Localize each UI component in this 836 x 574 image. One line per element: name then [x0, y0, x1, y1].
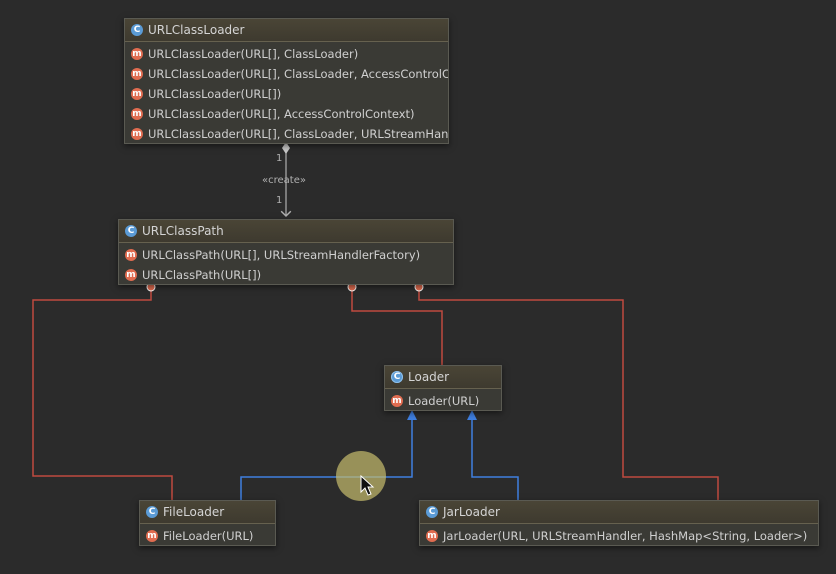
fileloader-extends-loader: [240, 420, 413, 500]
method-signature: URLClassLoader(URL[], AccessControlConte…: [148, 107, 415, 121]
class-icon: C: [426, 506, 438, 518]
method-icon: m: [131, 88, 143, 100]
jarloader-extends-loader: [471, 420, 519, 500]
method-signature: URLClassPath(URL[], URLStreamHandlerFact…: [142, 248, 421, 262]
method-signature: URLClassLoader(URL[], ClassLoader): [148, 47, 359, 61]
method-row[interactable]: m URLClassPath(URL[], URLStreamHandlerFac…: [119, 245, 453, 265]
method-signature: FileLoader(URL): [163, 529, 254, 543]
method-row[interactable]: m URLClassLoader(URL[], ClassLoader, Acce…: [125, 64, 448, 84]
class-header[interactable]: C FileLoader: [140, 501, 275, 524]
method-signature: URLClassLoader(URL[], ClassLoader, URLSt…: [148, 127, 449, 141]
loader-class-box[interactable]: C Loader m Loader(URL): [384, 365, 502, 411]
class-icon: C: [131, 24, 143, 36]
method-icon: m: [125, 269, 137, 281]
method-row[interactable]: m URLClassLoader(URL[], ClassLoader, URLS…: [125, 124, 449, 143]
class-name: URLClassLoader: [148, 23, 245, 37]
mouse-pointer-icon: [360, 475, 375, 496]
class-name: URLClassPath: [142, 224, 224, 238]
class-header[interactable]: C URLClassLoader: [125, 19, 448, 42]
class-header[interactable]: C Loader: [385, 366, 501, 389]
method-row[interactable]: m FileLoader(URL): [140, 526, 275, 545]
method-row[interactable]: m JarLoader(URL, URLStreamHandler, HashMa…: [420, 526, 818, 545]
method-icon: m: [125, 249, 137, 261]
method-icon: m: [146, 530, 158, 542]
method-icon: m: [131, 68, 143, 80]
method-signature: URLClassPath(URL[]): [142, 268, 262, 282]
jarloader-urlclasspath-link: [418, 287, 719, 500]
method-signature: JarLoader(URL, URLStreamHandler, HashMap…: [443, 529, 808, 543]
method-signature: URLClassLoader(URL[], ClassLoader, Acces…: [148, 67, 449, 81]
class-name: Loader: [408, 370, 450, 384]
class-icon: C: [125, 225, 137, 237]
jarloader-inheritance-arrowhead: [467, 410, 477, 420]
method-icon: m: [131, 128, 143, 140]
method-row[interactable]: m URLClassPath(URL[]): [119, 265, 453, 284]
fileloader-urlclasspath-link: [32, 287, 173, 500]
composition-diamond: [282, 142, 290, 154]
abstract-class-icon: C: [391, 371, 403, 383]
class-icon: C: [146, 506, 158, 518]
class-header[interactable]: C JarLoader: [420, 501, 818, 524]
fileloader-class-box[interactable]: C FileLoader m FileLoader(URL): [139, 500, 276, 546]
class-header[interactable]: C URLClassPath: [119, 220, 453, 243]
method-icon: m: [131, 108, 143, 120]
create-stereotype-label: «create»: [262, 175, 306, 186]
urlclasspath-class-box[interactable]: C URLClassPath m URLClassPath(URL[], URLS…: [118, 219, 454, 285]
method-row[interactable]: m URLClassLoader(URL[]): [125, 84, 448, 104]
method-icon: m: [426, 530, 438, 542]
class-name: JarLoader: [443, 505, 500, 519]
create-source-multiplicity: 1: [276, 153, 283, 164]
create-target-multiplicity: 1: [276, 195, 283, 206]
class-name: FileLoader: [163, 505, 225, 519]
fileloader-inheritance-arrowhead: [407, 410, 417, 420]
method-row[interactable]: m URLClassLoader(URL[], ClassLoader): [125, 44, 448, 64]
method-signature: URLClassLoader(URL[]): [148, 87, 282, 101]
method-row[interactable]: m URLClassLoader(URL[], AccessControlCont…: [125, 104, 448, 124]
method-icon: m: [391, 395, 403, 407]
loader-urlclasspath-link: [351, 287, 443, 365]
jarloader-class-box[interactable]: C JarLoader m JarLoader(URL, URLStreamHan…: [419, 500, 819, 546]
method-signature: Loader(URL): [408, 394, 480, 408]
method-icon: m: [131, 48, 143, 60]
method-row[interactable]: m Loader(URL): [385, 391, 501, 410]
